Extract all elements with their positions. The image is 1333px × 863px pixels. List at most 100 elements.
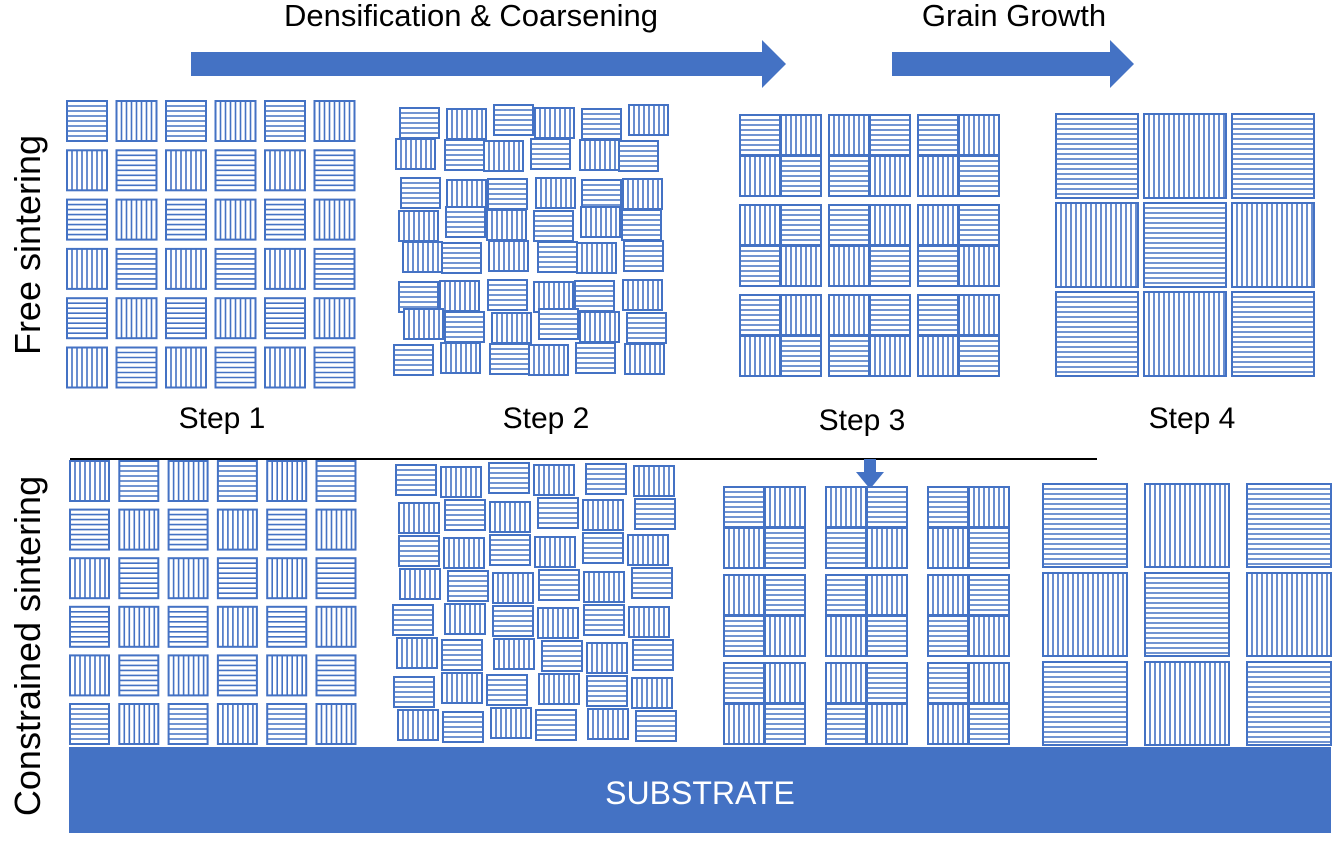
free-step4-grain (1055, 291, 1139, 377)
constrained-step1-grain (69, 703, 110, 745)
constrained-step3-grain (764, 486, 806, 528)
free-step2-grain (579, 139, 620, 171)
free-step2-grain (581, 108, 622, 140)
constrained-step2-grain (635, 710, 677, 742)
free-step2-grain (535, 177, 576, 209)
free-step2-grain (528, 344, 569, 376)
substrate (69, 747, 1331, 833)
constrained-step2-grain (538, 569, 580, 601)
constrained-step1-grain (266, 605, 308, 648)
constrained-step3-grain (764, 574, 806, 616)
free-step3-grain (739, 155, 781, 197)
constrained-step3-grain (927, 662, 969, 704)
constrained-step2-grain (441, 672, 483, 704)
free-step2-grain (395, 138, 436, 170)
free-step1-grain (115, 198, 158, 241)
constrained-step3-grain (866, 574, 908, 616)
constrained-step3-grain (927, 486, 969, 528)
free-step2-grain (575, 342, 616, 374)
constrained-step2-grain (447, 570, 489, 602)
constrained-step4-grain (1246, 572, 1332, 657)
grain-growth-label: Grain Growth (922, 0, 1106, 33)
free-step2-grain (618, 140, 659, 172)
constrained-step2-grain (395, 464, 437, 496)
free-step3-grain (828, 114, 870, 156)
constrained-step1-grain (69, 605, 110, 648)
constrained-step3-grain (723, 527, 765, 569)
constrained-step2-grain (398, 502, 440, 534)
free-step1-grain (264, 297, 306, 340)
free-step3-grain (869, 245, 911, 287)
constrained-step2-grain (582, 532, 624, 564)
free-step1-grain (214, 149, 257, 192)
free-step1-grain (115, 149, 158, 192)
free-step2-grain (489, 343, 530, 375)
constrained-step2-grain (533, 464, 575, 496)
free-step1-grain (214, 100, 257, 142)
free-step1-grain (66, 198, 108, 241)
constrained-step2-grain (397, 709, 439, 741)
free-step2-grain (488, 240, 529, 272)
constrained-step3-grain (927, 615, 969, 657)
constrained-step1-grain (167, 460, 209, 502)
free-step3-grain (869, 155, 911, 197)
free-step2-grain (581, 179, 622, 211)
constrained-step2-grain (443, 537, 485, 569)
constrained-step2-grain (490, 707, 532, 739)
free-step2-grain (444, 311, 485, 343)
constrained-step2-grain (587, 708, 629, 740)
free-step3-grain (828, 335, 870, 377)
constrained-step3-grain (968, 486, 1010, 528)
constrained-step2-grain (486, 674, 528, 706)
free-step1-grain (115, 297, 158, 340)
constrained-step1-grain (69, 460, 110, 502)
constrained-step1-grain (315, 460, 357, 502)
constrained-step4-grain (1144, 483, 1230, 568)
constrained-step1-grain (118, 557, 160, 600)
free-step2-grain (439, 280, 480, 312)
free-step1-grain (214, 247, 257, 290)
press-arrow (856, 459, 884, 489)
constrained-step2-grain (392, 604, 434, 636)
free-step3-grain (828, 245, 870, 287)
free-step3-grain (828, 294, 870, 336)
free-step2-grain (486, 209, 527, 241)
free-step2-grain (530, 138, 571, 170)
constrained-step2-grain (396, 637, 438, 669)
free-step2-grain (626, 312, 667, 344)
free-step2-grain (444, 139, 485, 171)
constrained-step1-grain (118, 460, 160, 502)
constrained-step1-grain (315, 654, 357, 697)
constrained-step1-grain (167, 557, 209, 600)
constrained-step2-grain (444, 499, 486, 531)
free-step4-grain (1143, 202, 1227, 288)
free-step1-grain (264, 198, 306, 241)
constrained-step1-grain (315, 557, 357, 600)
constrained-step2-grain (489, 501, 531, 533)
constrained-step2-grain (631, 567, 673, 599)
constrained-step4-grain (1246, 483, 1332, 568)
step-3-label: Step 3 (819, 404, 906, 437)
constrained-step2-grain (583, 571, 625, 603)
free-step3-grain (958, 335, 1000, 377)
grain-blocks (66, 100, 1332, 746)
free-step2-grain (537, 241, 578, 273)
constrained-step1-grain (266, 460, 308, 502)
free-step2-grain (628, 104, 669, 136)
constrained-step2-grain (538, 673, 580, 705)
constrained-step3-grain (866, 703, 908, 745)
free-step3-grain (917, 294, 959, 336)
constrained-step1-grain (167, 508, 209, 551)
free-step3-grain (869, 114, 911, 156)
constrained-step1-grain (266, 557, 308, 600)
constrained-step2-grain (399, 568, 441, 600)
free-step3-grain (780, 335, 822, 377)
constrained-step2-grain (627, 534, 669, 566)
constrained-step1-grain (167, 605, 209, 648)
constrained-step3-grain (825, 615, 867, 657)
free-step4-grain (1143, 113, 1227, 199)
free-step3-grain (958, 204, 1000, 246)
free-step3-grain (958, 114, 1000, 156)
constrained-step3-grain (927, 574, 969, 616)
constrained-step3-grain (825, 703, 867, 745)
